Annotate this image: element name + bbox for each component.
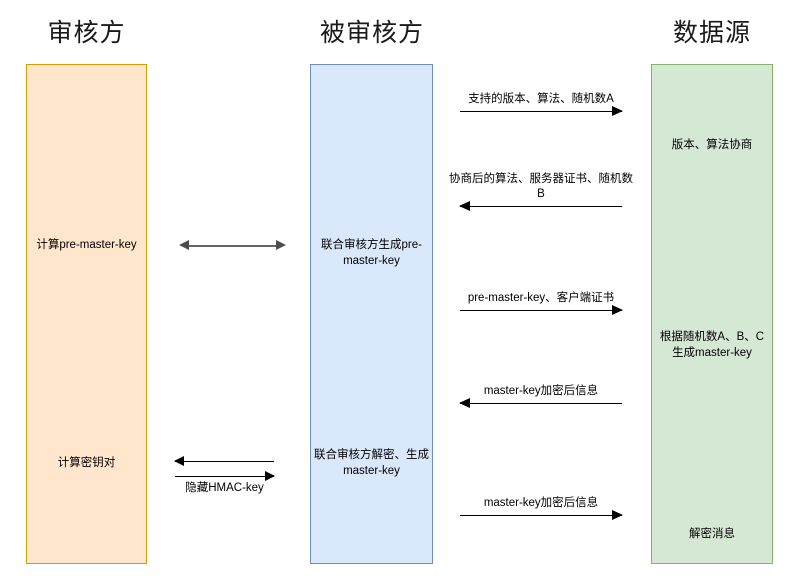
arrow-head-right-icon: [276, 240, 286, 250]
arrow-line: [460, 403, 622, 404]
arrow-line: [175, 476, 274, 477]
arrow-head-right-icon: [612, 510, 623, 520]
arrow-head-left-icon: [459, 201, 470, 211]
arrow-line: [188, 245, 277, 247]
message-label: master-key加密后信息: [483, 385, 599, 397]
note-version-algorithm-negotiation: 版本、算法协商: [671, 139, 753, 151]
message-label: pre-master-key、客户端证书: [467, 292, 615, 304]
note-generate-master-key-from-nonces: 根据随机数A、B、C 生成master-key: [659, 331, 765, 359]
message-label: 支持的版本、算法、随机数A: [468, 93, 614, 105]
message-label: master-key加密后信息: [483, 497, 599, 509]
message-label: 协商后的算法、服务器证书、随机数B: [449, 173, 633, 200]
note-joint-generate-pre-master-key: 联合审核方生成pre-master-key: [321, 239, 422, 267]
lane-title-data-source: 数据源: [672, 19, 751, 47]
arrow-line: [175, 461, 274, 462]
arrow-line: [460, 515, 622, 516]
note-decrypt-message: 解密消息: [689, 528, 735, 540]
arrow-head-right-icon: [612, 305, 623, 315]
arrow-head-right-icon: [265, 471, 275, 481]
note-compute-key-pair: 计算密钥对: [57, 457, 116, 469]
lane-title-auditor: 审核方: [47, 19, 126, 47]
arrow-head-left-icon: [459, 398, 470, 408]
arrow-line: [460, 111, 622, 112]
note-joint-decrypt-generate-master-key: 联合审核方解密、生成master-key: [314, 449, 429, 477]
arrow-head-left-icon: [174, 456, 184, 466]
link-hidden-hmac-key-exchange[interactable]: 隐藏HMAC-key: [174, 455, 275, 501]
lane-title-auditee: 被审核方: [319, 19, 424, 47]
arrow-head-left-icon: [179, 240, 189, 250]
arrow-line: [460, 206, 622, 207]
arrow-head-right-icon: [612, 106, 623, 116]
note-compute-pre-master-key: 计算pre-master-key: [36, 239, 137, 251]
link-label: 隐藏HMAC-key: [185, 482, 264, 494]
arrow-line: [460, 310, 622, 311]
lane-box-auditor[interactable]: [26, 64, 147, 564]
lane-box-data-source[interactable]: [651, 64, 773, 564]
lane-box-auditee[interactable]: [310, 64, 433, 564]
